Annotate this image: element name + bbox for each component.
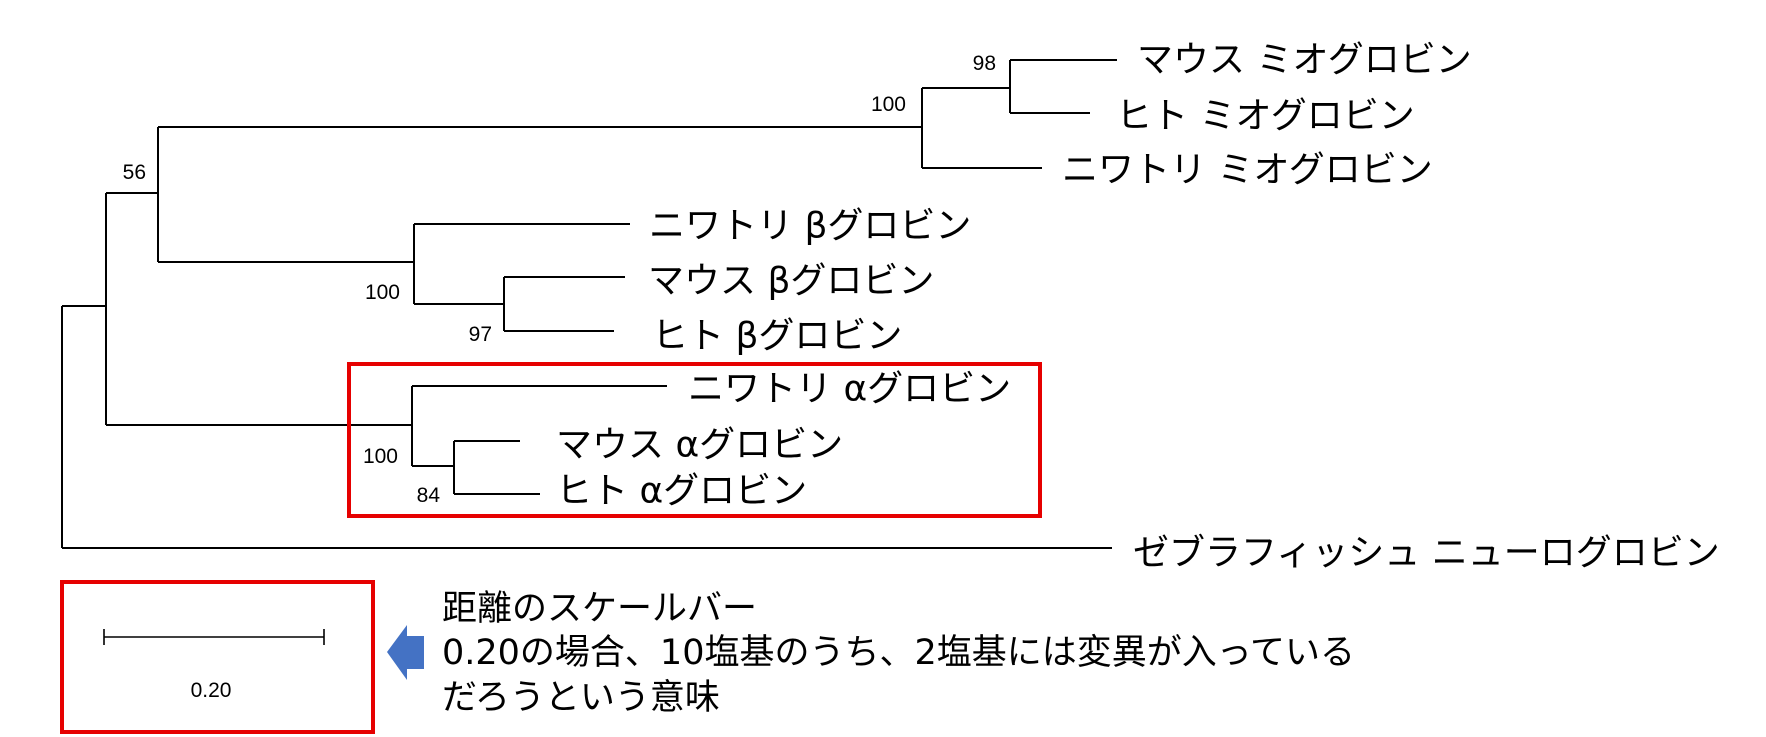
annotation-line-2: 0.20の場合、10塩基のうち、2塩基には変異が入っている <box>442 633 1355 673</box>
leaf-mouse-alpha: マウス αグロビン <box>556 425 843 466</box>
annotation-line-1: 距離のスケールバー <box>442 589 757 629</box>
leaf-zebrafish-neuroglobin: ゼブラフィッシュ ニューログロビン <box>1133 533 1720 574</box>
left-arrow-icon <box>387 625 424 680</box>
leaf-human-beta: ヒト βグロビン <box>652 316 902 357</box>
bootstrap-myoglobin-clade: 100 <box>871 93 906 116</box>
bootstrap-alpha-clade: 100 <box>363 445 398 468</box>
alpha-globin-highlight-box <box>347 362 1042 518</box>
scale-bar-label: 0.20 <box>191 679 232 702</box>
leaf-mouse-beta: マウス βグロビン <box>648 261 934 302</box>
bootstrap-beta-mouse-human: 97 <box>469 323 492 346</box>
annotation-line-3: だろうという意味 <box>442 678 720 718</box>
leaf-chicken-alpha: ニワトリ αグロビン <box>688 369 1011 410</box>
scale-bar-highlight-box <box>60 580 375 734</box>
leaf-mouse-myoglobin: マウス ミオグロビン <box>1137 40 1472 81</box>
leaf-chicken-myoglobin: ニワトリ ミオグロビン <box>1062 150 1433 191</box>
bootstrap-myo-beta: 56 <box>123 161 146 184</box>
bootstrap-myo-mouse-human: 98 <box>973 52 996 75</box>
bootstrap-beta-clade: 100 <box>365 281 400 304</box>
leaf-human-myoglobin: ヒト ミオグロビン <box>1116 96 1415 137</box>
leaf-human-alpha: ヒト αグロビン <box>556 471 807 512</box>
leaf-chicken-beta: ニワトリ βグロビン <box>649 206 971 247</box>
bootstrap-alpha-mouse-human: 84 <box>417 484 441 507</box>
